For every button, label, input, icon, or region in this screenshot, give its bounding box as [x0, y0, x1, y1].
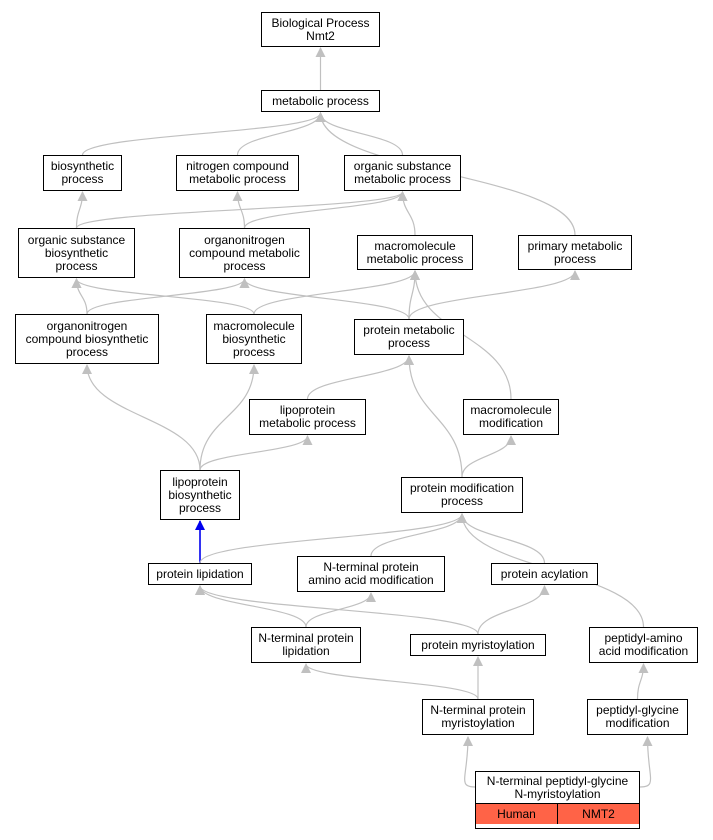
- edge-macrobio-to-macromet: [253, 270, 420, 315]
- edge-macrobio-to-orgsubbio: [71, 278, 255, 315]
- go-term-lipobio[interactable]: lipoprotein biosynthetic process: [160, 470, 240, 520]
- go-term-peptamino[interactable]: peptidyl-amino acid modification: [589, 627, 698, 663]
- go-term-nitrogen[interactable]: nitrogen compound metabolic process: [176, 155, 299, 191]
- edge-orgsubbio-to-biosynthetic: [75, 191, 88, 229]
- edge-orgsubbio-to-orgsubmet: [75, 191, 408, 229]
- edge-leaf-to-ntermmyr: [462, 736, 476, 788]
- edge-protmod-to-protmet: [404, 355, 463, 478]
- edge-orgnitmet-to-orgsubmet: [243, 191, 408, 229]
- edge-leaf-to-peptgly: [639, 736, 653, 788]
- go-term-bp[interactable]: Biological Process Nmt2: [261, 12, 380, 47]
- edge-lipobio-to-orgnitbio: [82, 364, 201, 471]
- go-term-protacyl[interactable]: protein acylation: [491, 563, 598, 585]
- go-term-macromet[interactable]: macromolecule metabolic process: [357, 235, 473, 270]
- edge-protmet-to-orgnitmet: [239, 278, 410, 320]
- edge-ntermaa-to-protmod: [370, 513, 467, 557]
- go-term-protmyr[interactable]: protein myristoylation: [410, 634, 546, 656]
- go-term-orgnitmet[interactable]: organonitrogen compound metabolic proces…: [179, 228, 310, 278]
- go-term-primary[interactable]: primary metabolic process: [518, 235, 632, 270]
- go-term-orgnitbio[interactable]: organonitrogen compound biosynthetic pro…: [15, 314, 159, 364]
- go-term-orgsubbio[interactable]: organic substance biosynthetic process: [18, 228, 135, 278]
- go-term-ntermaa[interactable]: N-terminal protein amino acid modificati…: [297, 556, 445, 592]
- go-term-ntermmyr[interactable]: N-terminal protein myristoylation: [422, 699, 534, 735]
- edge-protacyl-to-protmod: [457, 513, 546, 564]
- edge-biosynthetic-to-metabolic: [81, 112, 326, 156]
- edge-peptgly-to-peptamino: [636, 663, 649, 700]
- edge-ntermmyr-to-ntermlip: [301, 663, 479, 700]
- go-term-orgsubmet[interactable]: organic substance metabolic process: [344, 155, 461, 191]
- annotation-gene: NMT2: [558, 804, 639, 824]
- edge-protmet-to-primary: [408, 270, 580, 320]
- go-term-lipomet[interactable]: lipoprotein metabolic process: [249, 399, 366, 435]
- go-term-protmod[interactable]: protein modification process: [401, 477, 523, 513]
- go-term-macromod[interactable]: macromolecule modification: [463, 399, 559, 435]
- leaf-term-label: N-terminal peptidyl-glycine N-myristoyla…: [476, 772, 639, 804]
- go-term-protmet[interactable]: protein metabolic process: [354, 319, 464, 355]
- edge-ntermlip-to-protlip: [195, 585, 307, 628]
- go-term-metabolic[interactable]: metabolic process: [261, 90, 380, 112]
- leaf-term[interactable]: N-terminal peptidyl-glycine N-myristoyla…: [475, 771, 640, 829]
- go-term-biosynthetic[interactable]: biosynthetic process: [43, 155, 122, 191]
- edge-protmod-to-macromod: [461, 435, 516, 478]
- edge-protmyr-to-protlip: [195, 585, 479, 635]
- edge-protlip-to-protmod: [199, 513, 467, 564]
- go-term-protlip[interactable]: protein lipidation: [148, 563, 252, 585]
- edge-lipobio-to-macrobio: [199, 364, 259, 471]
- edge-macromet-to-orgsubmet: [397, 191, 416, 236]
- edge-lipomet-to-protmet: [306, 355, 414, 400]
- go-term-ntermlip[interactable]: N-terminal protein lipidation: [251, 627, 361, 663]
- go-term-macrobio[interactable]: macromolecule biosynthetic process: [206, 314, 302, 364]
- edge-protmyr-to-protacyl: [477, 585, 550, 635]
- edge-layer: [71, 47, 653, 788]
- annotation-species: Human: [476, 804, 558, 824]
- go-term-peptgly[interactable]: peptidyl-glycine modification: [587, 699, 688, 735]
- edge-orgnitmet-to-nitrogen: [232, 191, 246, 229]
- edge-nitrogen-to-metabolic: [236, 112, 326, 156]
- edge-lipobio-to-lipomet: [199, 435, 313, 471]
